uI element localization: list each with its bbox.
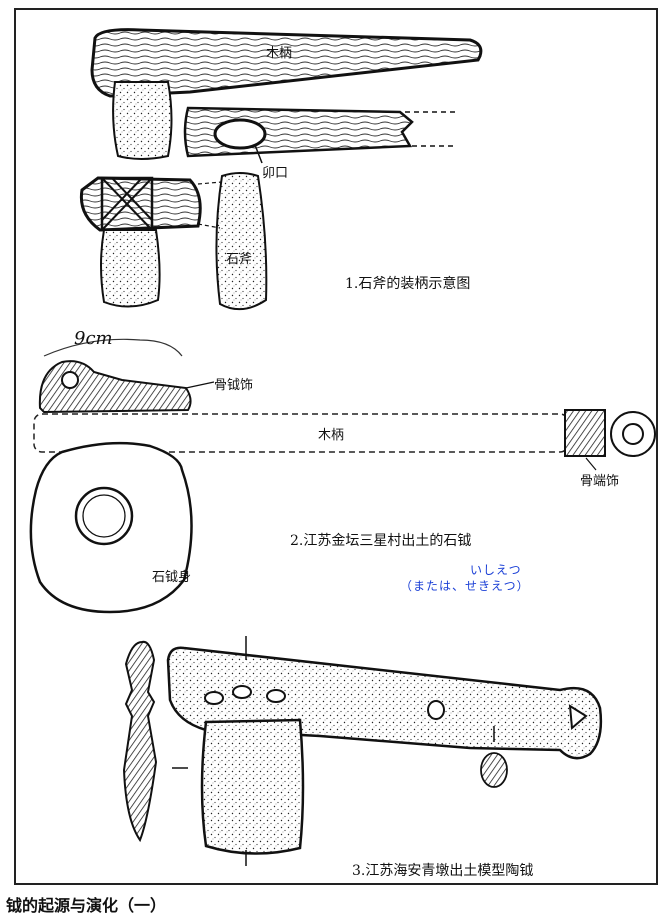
fig3-blade [200,718,305,855]
measure-note: 9cm [74,328,113,349]
caption-fig3: 3.江苏海安青墩出土模型陶钺 [352,863,534,879]
fig2-bone-end-ornament [564,409,606,457]
fig1-stone-axe-hafted [112,81,173,160]
caption-fig1: 1.石斧的装柄示意图 [345,276,471,292]
fig2-stone-yue [29,338,656,614]
fig3-pottery-yue [122,636,603,866]
label-stone-yue-body: 石钺身 [152,570,192,585]
label-mortise: 卯口 [262,166,289,181]
fig3-side-profile [122,640,158,843]
caption-fig2: 2.江苏金坛三星村出土的石钺 [290,533,472,549]
fig1-bound-joint [79,176,202,232]
fig3-cross-section [480,752,508,788]
page-footer-title: 钺的起源与演化（一） [6,896,167,915]
reading-kana: いしえつ [470,563,522,577]
fig1-stone-axe [215,172,268,311]
fig2-bone-yue-ornament [38,360,192,414]
label-wood-handle-fig2: 木柄 [318,428,345,443]
label-stone-axe: 石斧 [226,252,253,267]
reading-alt: （または、せきえつ） [400,579,530,593]
label-bone-end-ornament: 骨端饰 [580,474,620,489]
fig1-hafting-diagram [79,28,483,311]
label-wood-handle-fig1: 木柄 [266,46,293,61]
fig1-mortise-hole [213,118,267,150]
fig1-wood-handle [90,28,483,98]
label-bone-yue-ornament: 骨钺饰 [214,378,254,393]
figure-frame [14,8,658,885]
